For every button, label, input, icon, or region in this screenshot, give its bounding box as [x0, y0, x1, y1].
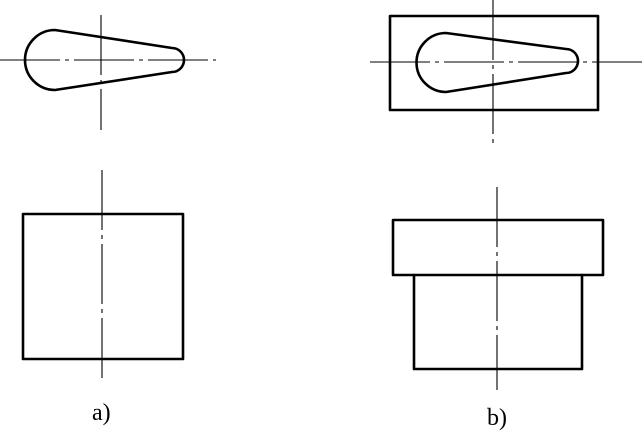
figure-b: b) — [370, 0, 642, 431]
figure-a-front-view — [21, 170, 185, 382]
figure-a-teardrop-outline — [23, 28, 186, 92]
figure-b-front-view — [391, 187, 605, 390]
figure-b-outer-rectangle — [388, 14, 600, 112]
figure-b-upper-block — [391, 218, 605, 277]
figure-b-caption: b) — [487, 405, 507, 431]
figure-a-caption: a) — [92, 400, 111, 426]
figure-a-front-rectangle — [21, 212, 185, 361]
figure-b-lower-block — [412, 273, 584, 371]
figure-a-top-view — [0, 15, 216, 130]
figure-b-teardrop-outline — [415, 31, 580, 94]
figure-a: a) — [0, 15, 216, 426]
figure-b-top-view — [370, 0, 642, 143]
